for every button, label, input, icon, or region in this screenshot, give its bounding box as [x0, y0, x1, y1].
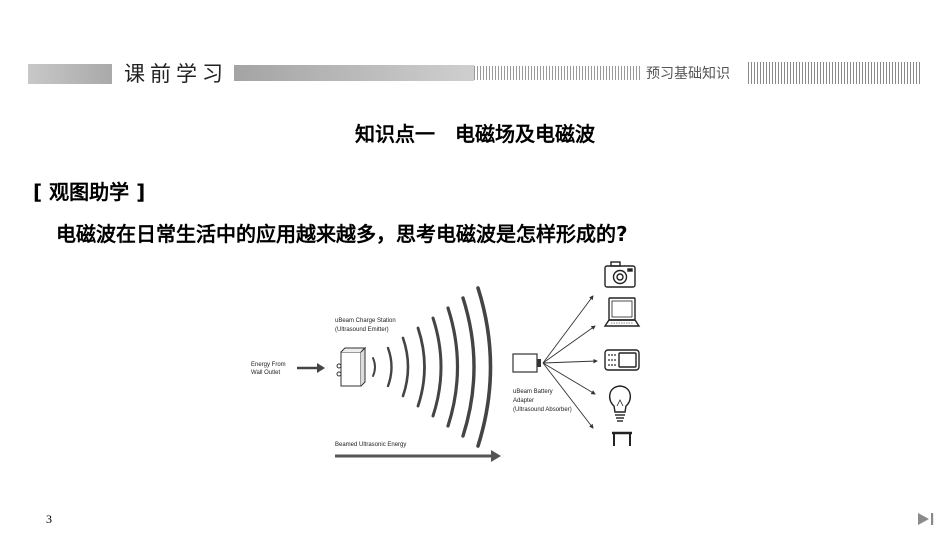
station-label-2: (Ultrasound Emitter): [335, 327, 389, 333]
input-arrow: [297, 363, 325, 373]
banner-middle-band: [234, 65, 474, 81]
lightbulb-icon: [608, 385, 632, 422]
laptop-icon: [603, 297, 641, 327]
page-number: 3: [46, 512, 52, 526]
phone-icon: [604, 349, 640, 371]
station-label-1: uBeam Charge Station: [335, 318, 396, 324]
battery-adapter-icon: [512, 353, 541, 373]
banner-right-stripes: [748, 62, 920, 84]
section-tag: [ 观图助学 ]: [33, 180, 146, 204]
ultrasonic-waves: [372, 286, 493, 448]
banner-stripes: [474, 66, 642, 80]
adapter-label-1: uBeam Battery: [513, 389, 553, 395]
charge-station-icon: [336, 346, 367, 387]
banner-subtitle: 预习基础知识: [646, 66, 730, 82]
question-text: 电磁波在日常生活中的应用越来越多，思考电磁波是怎样形成的?: [56, 222, 628, 246]
adapter-label-2: Adapter: [513, 398, 534, 404]
banner-left-band: [28, 64, 112, 84]
next-slide-icon[interactable]: [916, 511, 936, 527]
plug-icon: [612, 431, 632, 446]
energy-from-label-1: Energy From: [251, 362, 286, 368]
banner-title: 课前学习: [124, 62, 228, 86]
distribution-arrows: [542, 295, 598, 429]
camera-icon: [604, 261, 636, 288]
beamed-energy-arrow: [335, 450, 501, 462]
ultrasound-charging-diagram: Energy From Wall Outlet uBeam Charge Sta…: [251, 261, 641, 462]
energy-from-label-2: Wall Outlet: [251, 370, 280, 376]
knowledge-point-heading: 知识点一 电磁场及电磁波: [355, 122, 595, 146]
adapter-label-3: (Ultrasound Absorber): [513, 407, 572, 413]
beamed-energy-label: Beamed Ultrasonic Energy: [335, 442, 406, 448]
